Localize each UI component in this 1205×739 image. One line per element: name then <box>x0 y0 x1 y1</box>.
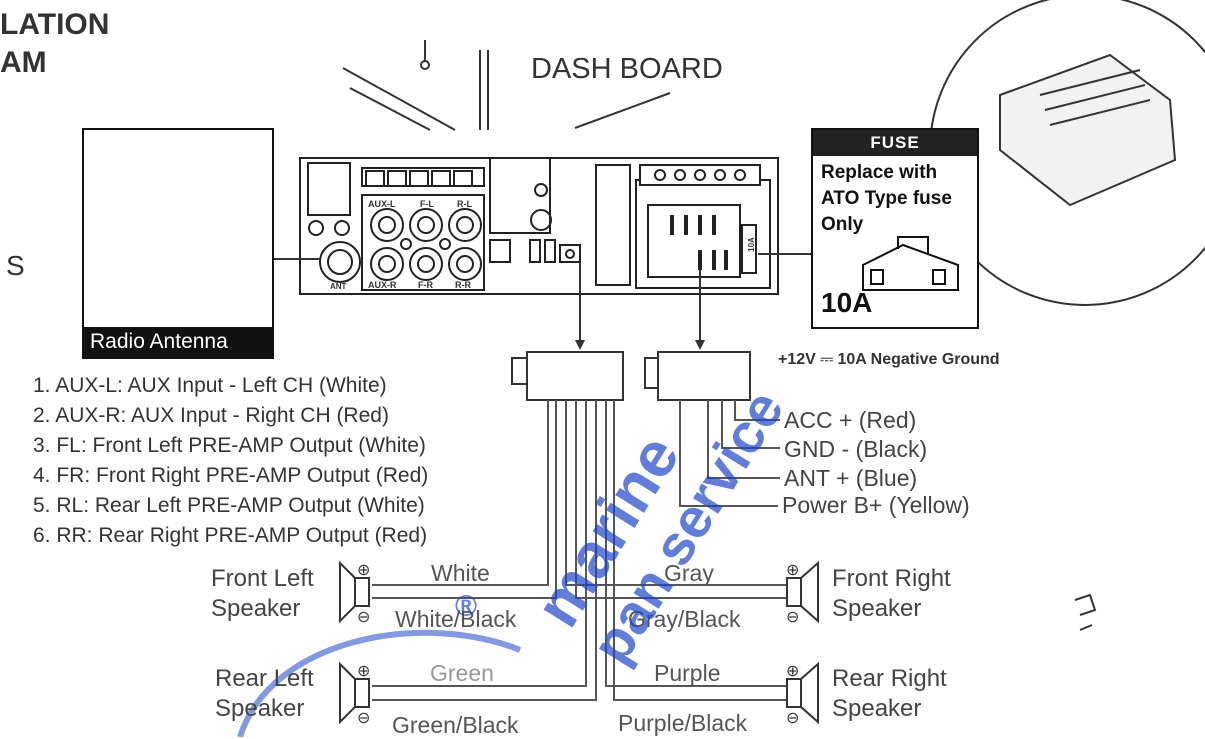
wire-label-gray-black: Gray/Black <box>628 606 741 632</box>
fuse-slot-label: 10A <box>746 237 756 252</box>
front-left-speaker-icon <box>354 577 370 607</box>
watermark-registered: ® <box>455 590 478 623</box>
power-wire-gnd: GND - (Black) <box>784 436 928 462</box>
wire-label-gray: Gray <box>664 560 714 586</box>
speaker-label-line: Speaker <box>211 595 301 622</box>
negative-ground-note: +12V ⎓ 10A Negative Ground <box>778 351 1000 368</box>
speaker-harness <box>526 351 624 401</box>
legend-item: 3. FL: Front Left PRE-AMP Output (White) <box>33 434 426 457</box>
fuse-text-line-3: Only <box>821 214 864 235</box>
dash-board-label: DASH BOARD <box>531 53 723 85</box>
jack-label-r-l: R-L <box>457 199 472 209</box>
speaker-label-line: Rear Left <box>215 665 314 692</box>
connector-detail <box>999 53 1177 207</box>
rear-left-speaker-icon <box>354 678 370 708</box>
speaker-label-line: Speaker <box>832 595 922 622</box>
rca-jacks <box>370 208 482 281</box>
plus-icon: ⊕ <box>357 663 371 680</box>
plus-icon: ⊕ <box>786 562 800 579</box>
blade-fuse-icon <box>862 236 959 291</box>
ant-jack <box>319 241 361 283</box>
page-title-line-2: AM <box>0 46 47 79</box>
jack-label-ant: ANT <box>330 282 347 291</box>
power-wire-ant: ANT + (Blue) <box>784 465 918 491</box>
speaker-label-line: Front Right <box>832 565 951 592</box>
minus-icon: ⊖ <box>357 710 371 727</box>
jack-label-f-l: F-L <box>420 199 434 209</box>
legend-item: 2. AUX-R: AUX Input - Right CH (Red) <box>33 404 389 427</box>
plus-icon: ⊕ <box>786 663 800 680</box>
fuse-header: FUSE <box>813 130 977 156</box>
power-wire-b-plus: Power B+ (Yellow) <box>782 492 970 518</box>
fuse-info-box: FUSE Replace with ATO Type fuse Only 10A <box>811 128 979 329</box>
wire-label-white-black: White/Black <box>395 606 517 632</box>
minus-icon: ⊖ <box>786 710 800 727</box>
power-wire-acc: ACC + (Red) <box>784 407 917 433</box>
edge-letter: S <box>6 250 25 281</box>
dash-line-left <box>342 67 456 131</box>
fuse-text-line-2: ATO Type fuse <box>821 188 952 209</box>
jack-legend: 1. AUX-L: AUX Input - Left CH (White) 2.… <box>33 371 428 551</box>
radio-antenna-box: Radio Antenna <box>82 128 274 359</box>
screw-icon <box>420 60 430 70</box>
jack-label-aux-l: AUX-L <box>368 199 396 209</box>
wire-label-purple: Purple <box>654 660 721 686</box>
speaker-label-line: Front Left <box>211 565 314 592</box>
dash-line-left-2 <box>349 87 431 131</box>
speaker-label-line: Rear Right <box>832 665 947 692</box>
fuse-rating: 10A <box>821 287 873 318</box>
page-title-line-1: LATION <box>0 8 110 41</box>
wire-label-green-black: Green/Black <box>392 712 519 738</box>
jack-label-aux-r: AUX-R <box>368 280 397 290</box>
legend-item: 6. RR: Rear Right PRE-AMP Output (Red) <box>33 524 428 547</box>
front-right-speaker-icon <box>786 577 802 607</box>
wire-label-green: Green <box>430 660 494 686</box>
rear-left-speaker-label: Rear Left Speaker <box>215 664 314 724</box>
dash-line-right <box>574 92 671 129</box>
legend-item: 5. RL: Rear Left PRE-AMP Output (White) <box>33 494 425 517</box>
wire-label-white: White <box>431 560 490 586</box>
front-right-speaker-label: Front Right Speaker <box>832 564 951 624</box>
wire-label-purple-black: Purple/Black <box>618 710 748 736</box>
rear-right-speaker-label: Rear Right Speaker <box>832 664 947 724</box>
rear-right-speaker-icon <box>786 678 802 708</box>
fuse-text-line-1: Replace with <box>821 162 938 183</box>
jack-label-f-r: F-R <box>418 280 433 290</box>
speaker-label-line: Speaker <box>832 695 922 722</box>
plus-icon: ⊕ <box>357 562 371 579</box>
speaker-label-line: Speaker <box>215 695 305 722</box>
front-left-speaker-label: Front Left Speaker <box>211 564 314 624</box>
watermark-arc <box>237 629 522 737</box>
minus-icon: ⊖ <box>786 609 800 626</box>
minus-icon: ⊖ <box>357 609 371 626</box>
radio-antenna-label: Radio Antenna <box>84 327 272 357</box>
legend-item: 1. AUX-L: AUX Input - Left CH (White) <box>33 374 387 397</box>
jack-label-r-r: R-R <box>455 280 471 290</box>
legend-item: 4. FR: Front Right PRE-AMP Output (Red) <box>33 464 429 487</box>
